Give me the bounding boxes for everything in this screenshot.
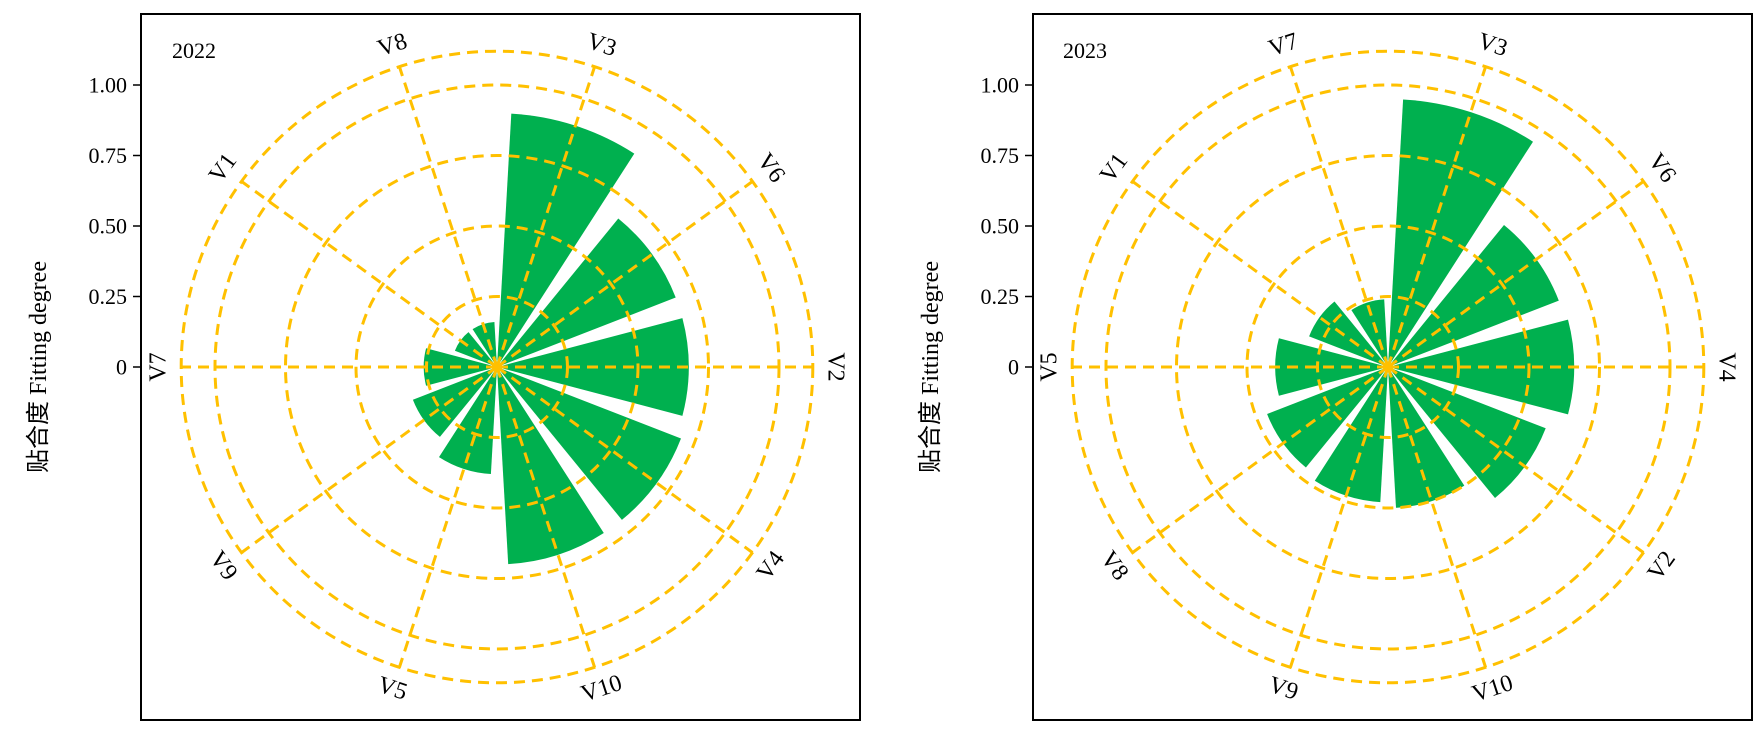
y-tick-label: 0.75 — [981, 143, 1020, 168]
bars-group — [412, 113, 689, 565]
category-label-v8: V8 — [374, 28, 410, 62]
bar-v10 — [497, 367, 604, 565]
category-label-v8: V8 — [1095, 546, 1133, 585]
chart-year-label: 2022 — [172, 38, 216, 63]
bar-v9 — [412, 367, 497, 437]
bar-v6 — [497, 218, 676, 367]
category-label-v4: V4 — [752, 546, 790, 585]
category-label-v9: V9 — [1265, 672, 1301, 706]
category-label-v9: V9 — [204, 546, 242, 585]
polar-chart-2023: 贴合度 Fitting degree 2023 V3V6V4V2V10V9V8V… — [917, 13, 1753, 721]
y-axis-label: 贴合度 Fitting degree — [917, 261, 944, 473]
grid-group — [1070, 49, 1706, 685]
y-tick-label: 0.50 — [89, 214, 128, 239]
bar-v7 — [1351, 299, 1388, 367]
y-tick-label: 1.00 — [89, 73, 128, 98]
y-tick-label: 0.25 — [89, 284, 128, 309]
grid-spoke — [240, 180, 498, 369]
grid-ring — [1316, 295, 1460, 439]
grid-ring — [284, 154, 710, 580]
bar-v8 — [472, 322, 497, 367]
y-tick-label: 0.50 — [981, 214, 1020, 239]
y-axis: 0 0.25 0.50 0.75 1.00 — [89, 73, 141, 380]
y-axis: 0 0.25 0.50 0.75 1.00 — [981, 73, 1033, 380]
category-label-v7: V7 — [146, 352, 172, 381]
category-label-v1: V1 — [204, 149, 242, 188]
category-label-v3: V3 — [584, 28, 620, 62]
y-tick-label: 0 — [1008, 355, 1019, 380]
bar-v8 — [1267, 367, 1388, 468]
category-label-v5: V5 — [1037, 352, 1063, 381]
bar-v9 — [1314, 367, 1388, 503]
bar-v10 — [1388, 367, 1465, 508]
y-tick-label: 0.25 — [981, 284, 1020, 309]
y-tick-label: 1.00 — [981, 73, 1020, 98]
category-label-v3: V3 — [1475, 28, 1511, 62]
grid-ring — [1245, 224, 1531, 510]
y-tick-label: 0 — [116, 355, 127, 380]
grid-ring — [425, 295, 569, 439]
y-tick-label: 0.75 — [89, 143, 128, 168]
bar-v1 — [454, 332, 497, 367]
category-label-v5: V5 — [374, 672, 410, 706]
bars-group — [1267, 99, 1575, 508]
category-label-v10: V10 — [1469, 670, 1516, 708]
grid-ring — [213, 83, 781, 651]
bar-v2 — [1388, 367, 1546, 498]
grid-group — [179, 49, 815, 685]
category-label-v1: V1 — [1095, 149, 1133, 188]
category-label-v2: V2 — [822, 352, 848, 381]
bar-v1 — [1309, 301, 1388, 367]
bar-v5 — [439, 367, 497, 474]
bar-v6 — [1388, 225, 1559, 367]
category-label-v7: V7 — [1265, 28, 1301, 62]
category-label-v10: V10 — [578, 670, 625, 708]
grid-ring — [1175, 154, 1601, 580]
bar-v3 — [1388, 99, 1533, 367]
grid-spoke — [397, 66, 499, 368]
category-label-v4: V4 — [1713, 352, 1739, 381]
grid-ring — [1104, 83, 1672, 651]
category-label-v2: V2 — [1643, 546, 1681, 585]
category-label-v6: V6 — [752, 149, 790, 188]
grid-ring — [354, 224, 640, 510]
polar-chart-2022: 贴合度 Fitting degree 2022 V3V6V2V4V10V5V9V… — [25, 13, 861, 721]
category-label-v6: V6 — [1643, 149, 1681, 188]
chart-year-label: 2023 — [1063, 38, 1107, 63]
bar-v3 — [497, 113, 635, 367]
y-axis-label: 贴合度 Fitting degree — [25, 261, 52, 473]
bar-v4 — [497, 367, 681, 520]
